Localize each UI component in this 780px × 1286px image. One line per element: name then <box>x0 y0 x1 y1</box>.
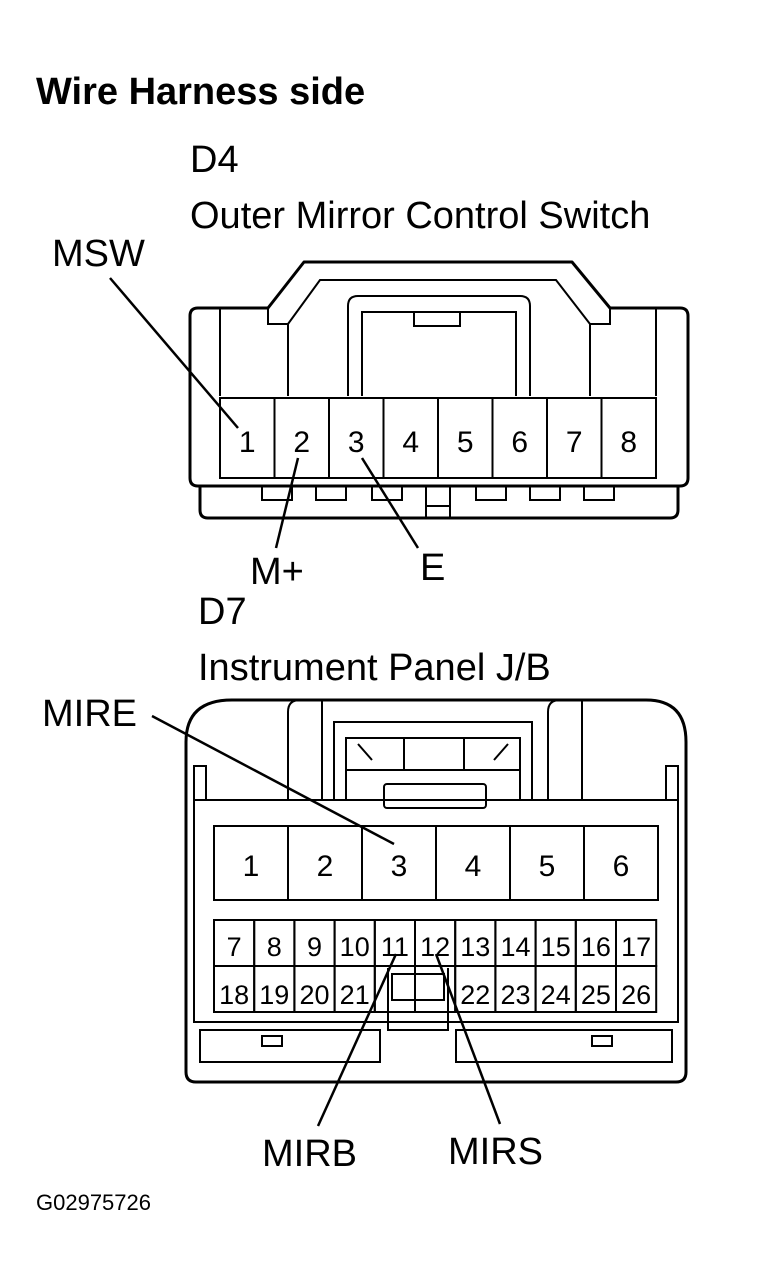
d7-pin-24: 24 <box>541 980 571 1010</box>
leader-mirs <box>434 953 502 1125</box>
d7-pin-12: 12 <box>420 932 450 962</box>
diagram-title: Wire Harness side <box>36 71 365 113</box>
d4-name: Outer Mirror Control Switch <box>190 195 650 237</box>
d7-pin-25: 25 <box>581 980 611 1010</box>
d7-pin-15: 15 <box>541 932 571 962</box>
d7-pin-9: 9 <box>307 932 322 962</box>
d7-pin-10: 10 <box>340 932 370 962</box>
d7-pin-18: 18 <box>219 980 249 1010</box>
d4-pin-4: 4 <box>402 426 419 459</box>
d4-pin-5: 5 <box>457 426 474 459</box>
d7-large-pin-grid: 1 2 3 4 5 6 <box>213 825 659 901</box>
d7-pin-23: 23 <box>500 980 530 1010</box>
d4-pin-2: 2 <box>293 426 310 459</box>
d7-pin-6: 6 <box>613 850 630 883</box>
d7-pin-26: 26 <box>621 980 651 1010</box>
leader-e <box>360 457 420 549</box>
d7-pin-4: 4 <box>465 850 482 883</box>
d7-code: D7 <box>198 591 247 633</box>
d7-pin-21: 21 <box>340 980 370 1010</box>
leader-mirb <box>316 953 398 1127</box>
d7-pin-2: 2 <box>317 850 334 883</box>
callout-e: E <box>420 547 445 589</box>
callout-m-plus: M+ <box>250 551 304 593</box>
leader-mire <box>151 714 395 846</box>
leader-msw <box>109 277 239 429</box>
d7-pin-22: 22 <box>460 980 490 1010</box>
d4-pin-7: 7 <box>566 426 583 459</box>
d7-pin-20: 20 <box>299 980 329 1010</box>
d7-name: Instrument Panel J/B <box>198 647 551 689</box>
d7-pin-19: 19 <box>259 980 289 1010</box>
d4-connector-body <box>188 260 690 520</box>
callout-mirb: MIRB <box>262 1133 357 1175</box>
callout-mirs: MIRS <box>448 1131 543 1173</box>
d7-pin-1: 1 <box>243 850 260 883</box>
d7-pin-cavity <box>583 825 659 901</box>
d4-pin-8: 8 <box>620 426 637 459</box>
d7-pin-17: 17 <box>621 932 651 962</box>
d4-pin-6: 6 <box>511 426 528 459</box>
d4-code: D4 <box>190 139 239 181</box>
d4-pin-cavity <box>600 397 657 479</box>
callout-msw: MSW <box>52 233 145 275</box>
d4-pin-1: 1 <box>239 426 256 459</box>
d7-pin-8: 8 <box>267 932 282 962</box>
d7-connector-body <box>184 698 688 1084</box>
d7-pin-14: 14 <box>500 932 530 962</box>
figure-id: G02975726 <box>36 1190 151 1215</box>
d7-pin-7: 7 <box>227 932 242 962</box>
d7-pin-cavity <box>615 965 658 1013</box>
d7-pin-13: 13 <box>460 932 490 962</box>
d7-pin-3: 3 <box>391 850 408 883</box>
callout-mire: MIRE <box>42 693 137 735</box>
d7-pin-5: 5 <box>539 850 556 883</box>
d4-pin-3: 3 <box>348 426 365 459</box>
d7-pin-16: 16 <box>581 932 611 962</box>
leader-m-plus <box>274 457 300 549</box>
d4-pin-grid: 1 2 3 4 5 6 7 8 <box>219 397 657 479</box>
